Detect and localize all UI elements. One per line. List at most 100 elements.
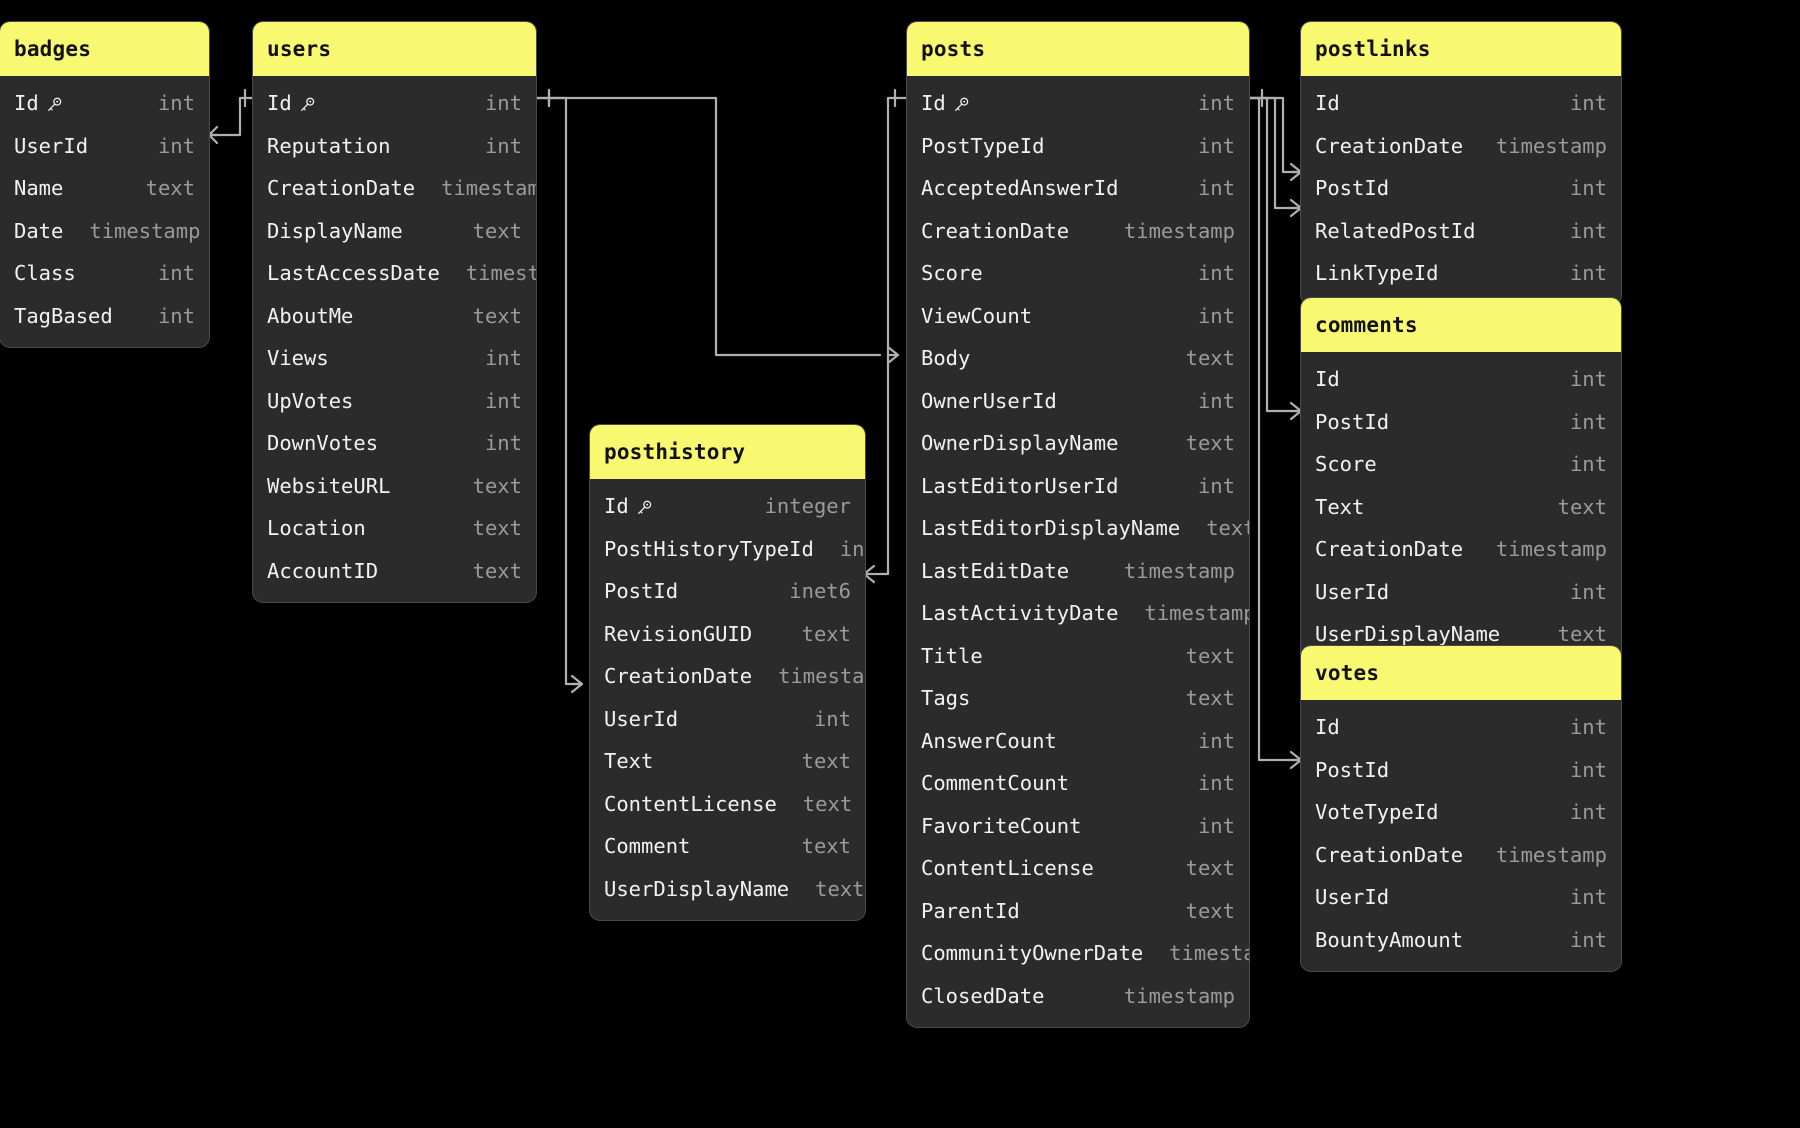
field-name: Body <box>921 346 970 370</box>
field-label: LastEditDate <box>921 558 1070 583</box>
field-type: int <box>157 303 195 328</box>
field-name: UserId <box>1315 885 1389 909</box>
field-row[interactable]: CommunityOwnerDatetimestamp <box>907 932 1249 975</box>
field-label: UserId <box>14 133 89 158</box>
field-name: Views <box>267 346 329 370</box>
field-name: Id <box>1315 715 1340 739</box>
field-type: int <box>1569 927 1607 952</box>
field-row[interactable]: LastAccessDatetimestamp <box>253 252 536 295</box>
field-type: text <box>815 876 865 901</box>
table-fields-users: IdintReputationintCreationDatetimestampD… <box>253 76 536 602</box>
table-posthistory[interactable]: posthistoryIdintegerPostHistoryTypeIdint… <box>590 425 865 920</box>
field-label: Id <box>604 494 629 519</box>
field-name: UserDisplayName <box>604 877 789 901</box>
field-name: Score <box>921 261 983 285</box>
field-label: Id <box>14 91 39 116</box>
field-type: timestamp <box>1495 537 1607 562</box>
field-name: LastEditDate <box>921 559 1069 583</box>
field-label: OwnerDisplayName <box>921 431 1119 456</box>
field-row[interactable]: PostHistoryTypeIdint <box>590 528 865 571</box>
table-title-postlinks: postlinks <box>1301 22 1621 76</box>
field-label: Reputation <box>267 133 391 158</box>
field-type: timestamp <box>89 218 201 243</box>
field-row[interactable]: LastEditorDisplayNametext <box>907 507 1249 550</box>
field-type: timestamp <box>465 261 536 286</box>
field-row[interactable]: UserDisplayName text <box>590 868 865 911</box>
field-label: Tags <box>921 686 971 711</box>
field-type: text <box>1557 622 1607 647</box>
